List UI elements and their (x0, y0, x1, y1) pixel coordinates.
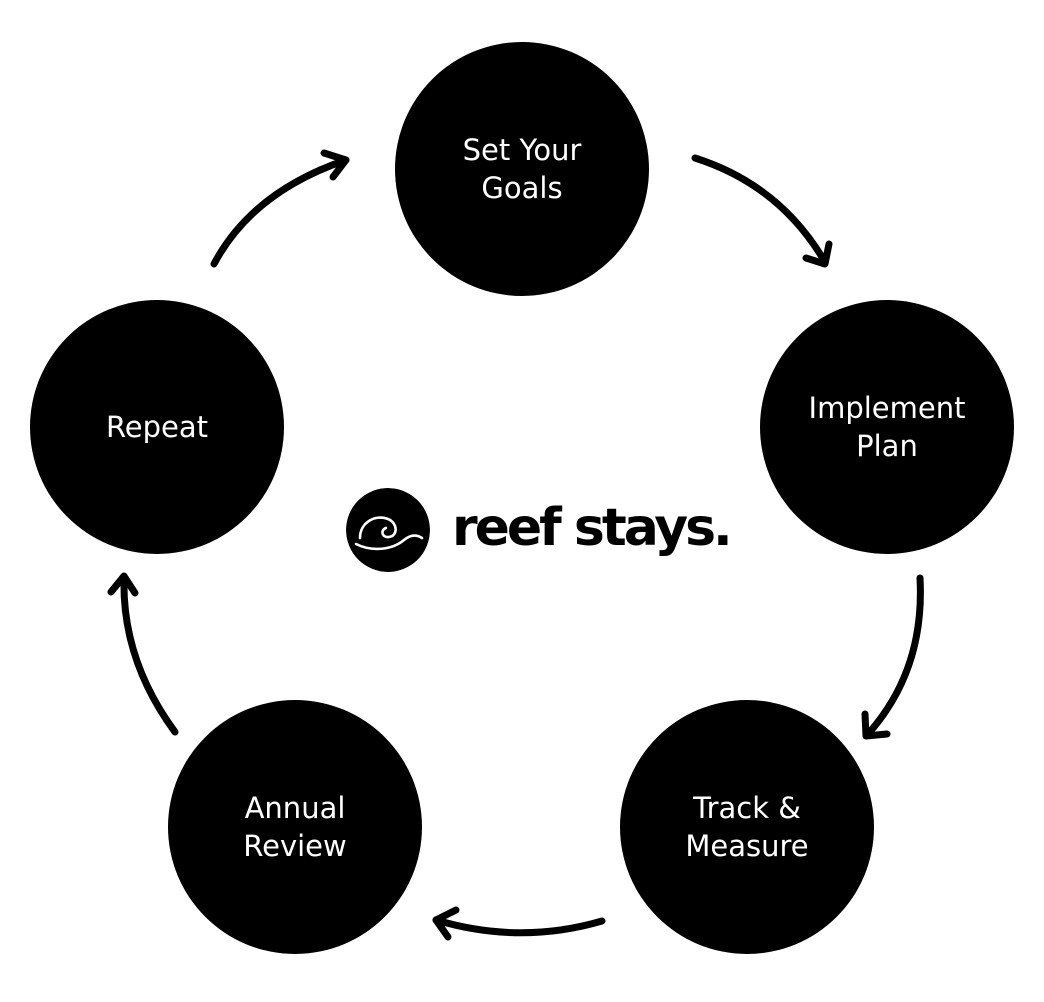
step-label-line: Repeat (105, 410, 209, 444)
arrow-goals-to-implement (691, 154, 833, 268)
arrow-shaft (210, 156, 350, 268)
wave-icon-curl (358, 516, 397, 540)
step-label-line: Plan (856, 429, 918, 463)
arrow-head (861, 710, 891, 740)
wave-icon (346, 488, 430, 572)
arrow-repeat-to-goals (210, 149, 350, 268)
step-label-line: Goals (481, 171, 563, 205)
step-repeat: Repeat (30, 300, 284, 554)
step-annual-review: Annual Review (168, 700, 422, 954)
arrow-shaft (691, 154, 829, 266)
step-label-line: Review (243, 829, 347, 863)
step-set-your-goals: Set Your Goals (395, 42, 649, 296)
arrow-shaft (432, 916, 606, 937)
arrow-head (432, 906, 460, 941)
step-label-line: Set Your (462, 133, 582, 167)
step-label-line: Track & (693, 791, 801, 825)
step-label-line: Implement (808, 391, 966, 425)
arrow-track-to-review (432, 906, 606, 941)
step-label-line: Measure (685, 829, 809, 863)
arrow-implement-to-track (861, 574, 924, 740)
step-label-line: Annual (244, 791, 346, 825)
arrow-shaft (864, 574, 924, 738)
brand-wordmark: reef stays. (452, 498, 733, 558)
step-track-and-measure: Track & Measure (620, 700, 874, 954)
arrow-head (320, 149, 350, 181)
step-implement-plan: Implement Plan (760, 300, 1014, 554)
wave-icon-line (354, 534, 424, 551)
arrow-review-to-repeat (107, 572, 179, 736)
brand-logo: reef stays. (346, 488, 733, 572)
wave-icon-disc (346, 488, 430, 572)
arrow-head (107, 572, 139, 597)
arrow-shaft (120, 574, 179, 736)
arrow-head (802, 240, 833, 268)
